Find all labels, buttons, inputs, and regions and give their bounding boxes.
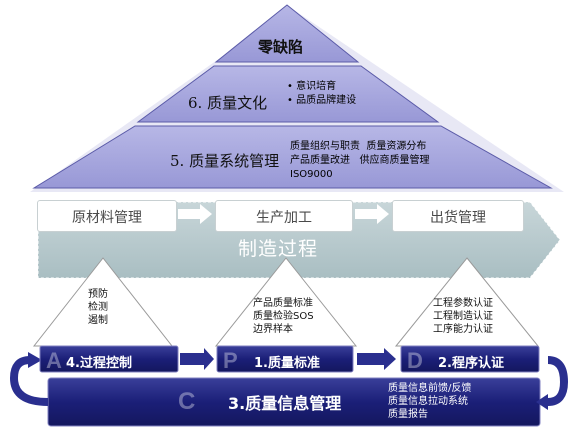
level6-bullet-1: • 意识培育	[287, 81, 337, 92]
step-shipping-label: 出货管理	[430, 210, 486, 226]
box-c-details: 质量信息前馈/反馈 质量信息拉动系统 质量报告	[388, 382, 471, 421]
box-d-label: 2.程序认证	[438, 356, 504, 371]
level5-details: 质量组织与职责 质量资源分布 产品质量改进 供应商质量管理 ISO9000	[290, 140, 430, 182]
level6-title: 6. 质量文化	[188, 94, 268, 112]
bullet-dot-icon: •	[287, 95, 293, 106]
box-d-bg	[400, 345, 540, 373]
box-a-letter: A	[46, 348, 62, 373]
box-a-bg	[39, 345, 179, 373]
level6-bullets: • 意识培育 • 品质品牌建设	[287, 80, 356, 108]
box-p-letter: P	[223, 348, 238, 373]
triangle-d-line-3: 工序能力认证	[433, 324, 493, 335]
triangle-p-text: 产品质量标准 质量检验SOS 边界样本	[253, 297, 314, 336]
triangle-p-line-2: 质量检验SOS	[253, 311, 314, 322]
level5-detail-3: ISO9000	[290, 169, 333, 180]
level5-detail-2: 产品质量改进 供应商质量管理	[290, 155, 430, 166]
box-c-detail-1: 质量信息前馈/反馈	[388, 383, 472, 394]
triangle-d-text: 工程参数认证 工程制造认证 工序能力认证	[433, 297, 493, 336]
level5-detail-1: 质量组织与职责 质量资源分布	[290, 141, 427, 152]
triangle-a-line-2: 检测	[88, 302, 108, 313]
pyramid-top	[214, 4, 360, 63]
step-production-label: 生产加工	[256, 210, 312, 226]
pyramid-top-label: 零缺陷	[258, 38, 304, 56]
level5-title: 5. 质量系统管理	[170, 152, 280, 170]
triangle-p-line-1: 产品质量标准	[253, 298, 313, 309]
level6-bullet-2: • 品质品牌建设	[287, 95, 357, 106]
triangle-a-text: 预防 检测 遏制	[88, 288, 108, 327]
triangle-a-line-1: 预防	[88, 289, 108, 300]
box-d-letter: D	[407, 348, 423, 373]
triangle-p-line-3: 边界样本	[253, 324, 293, 335]
box-c-detail-3: 质量报告	[388, 409, 428, 420]
box-c-detail-2: 质量信息拉动系统	[388, 396, 468, 407]
box-p-label: 1.质量标准	[254, 356, 320, 371]
box-c-letter: C	[178, 388, 196, 415]
box-c-label: 3.质量信息管理	[228, 394, 342, 413]
box-a-label: 4.过程控制	[66, 356, 132, 371]
process-label: 制造过程	[238, 238, 319, 260]
triangle-d-line-2: 工程制造认证	[433, 311, 493, 322]
bullet-dot-icon: •	[287, 81, 293, 92]
step-raw-material-label: 原材料管理	[72, 210, 142, 226]
step-shipping: 出货管理	[392, 200, 524, 232]
pyramid-level6	[136, 65, 440, 123]
pyramid-level5	[32, 125, 553, 189]
box-p-bg	[216, 345, 354, 373]
step-raw-material: 原材料管理	[37, 200, 177, 232]
triangle-a-line-3: 遏制	[88, 315, 108, 326]
triangle-d-line-1: 工程参数认证	[433, 298, 493, 309]
step-production: 生产加工	[215, 200, 353, 232]
